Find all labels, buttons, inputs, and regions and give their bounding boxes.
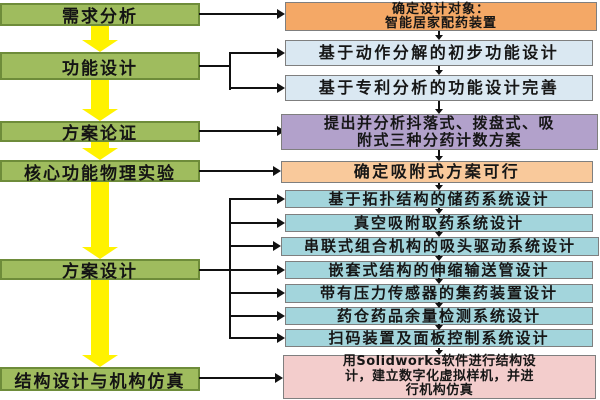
arrow-head-icon (82, 148, 118, 160)
flow-step-function-design: 功能设计 (0, 52, 200, 80)
connector-function-design-trunk (229, 52, 231, 90)
down-block-arrow-3 (82, 142, 118, 160)
connector-experiment-to-feasible (199, 166, 281, 176)
arrow-shaft (91, 182, 109, 248)
box-solidworks-simulation: 用Solidworks软件进行结构设 计，建立数字化虚拟样机，并进 行机构仿真 (283, 355, 596, 399)
flow-step-scheme-demonstration: 方案论证 (0, 121, 200, 144)
flow-step-requirement-analysis: 需求分析 (0, 3, 200, 27)
down-arrow-icon (435, 255, 443, 261)
down-arrow-icon (435, 150, 443, 161)
arrow-shaft (91, 280, 109, 356)
down-arrow-icon (435, 348, 443, 355)
connector-branch-vacuum-pickup (229, 218, 285, 228)
arrow-head-icon (82, 355, 118, 367)
connector-demonstration-to-schemes (199, 126, 285, 136)
down-arrow-icon (435, 302, 443, 308)
connector-scheme-design-trunk (229, 198, 231, 339)
box-patent-function-improvement: 基于专利分析的功能设计完善 (285, 75, 593, 101)
down-arrow-icon (435, 183, 443, 190)
connector-branch-remaining-detection (229, 311, 285, 321)
connector-requirements-to-design-object (199, 9, 285, 19)
down-block-arrow-5 (82, 280, 118, 367)
down-arrow-icon (435, 324, 443, 330)
box-text-line: 用Solidworks软件进行结构设 (342, 354, 537, 370)
box-text-line: 计，建立数字化虚拟样机，并进 (344, 368, 534, 384)
connector-branch-collection-device (229, 288, 285, 298)
connector-branch-storage-system (229, 194, 285, 204)
down-arrow-icon (435, 208, 443, 214)
connector-branch-suction-drive (229, 241, 281, 251)
down-arrow-icon (435, 101, 443, 114)
down-arrow-icon (435, 31, 443, 40)
connector-function-design-feeder (199, 65, 231, 67)
box-adsorption-feasible: 确定吸附式方案可行 (281, 161, 593, 183)
arrow-head-icon (82, 247, 118, 259)
box-telescopic-tube-design: 嵌套式结构的伸缩输送管设计 (285, 261, 593, 279)
down-block-arrow-2 (82, 80, 118, 121)
box-text-line: 智能居家配药装置 (384, 15, 497, 31)
box-vacuum-pickup-design: 真空吸附取药系统设计 (285, 214, 593, 232)
box-three-scheme-analysis: 提出并分析抖落式、拨盘式、吸 附式三种分药计数方案 (281, 114, 598, 150)
arrow-shaft (91, 142, 109, 149)
box-design-object: 确定设计对象： 智能居家配药装置 (285, 2, 597, 31)
arrow-head-icon (82, 109, 118, 121)
down-block-arrow-1 (82, 26, 118, 52)
box-text-line: 附式三种分药计数方案 (356, 131, 522, 149)
connector-branch-scan-panel (229, 333, 285, 343)
arrow-shaft (91, 80, 109, 110)
box-storage-system-design: 基于拓扑结构的储药系统设计 (285, 190, 593, 208)
arrow-head-icon (82, 40, 118, 52)
flow-step-structure-design-and-simulation: 结构设计与机构仿真 (0, 367, 200, 392)
down-arrow-icon (435, 278, 443, 284)
box-text-line: 确定设计对象： (391, 1, 490, 17)
box-text-line: 行机构仿真 (405, 383, 474, 399)
box-text-line: 提出并分析抖落式、拨盘式、吸 (323, 114, 555, 132)
down-arrow-icon (435, 231, 443, 237)
box-suction-drive-design: 串联式组合机构的吸头驱动系统设计 (281, 237, 599, 256)
box-remaining-quantity-detection: 药仓药品余量检测系统设计 (285, 307, 593, 325)
connector-branch-initial-function (229, 48, 285, 58)
flow-step-core-function-physical-experiment: 核心功能物理实验 (0, 160, 200, 184)
connector-branch-telescopic-tube (229, 265, 285, 275)
arrow-shaft (91, 26, 109, 41)
box-collection-device-design: 带有压力传感器的集药装置设计 (285, 284, 593, 303)
connector-scheme-design-feeder (199, 269, 231, 271)
connector-structure-to-solidworks (199, 373, 283, 383)
connector-branch-patent-improvement (229, 83, 285, 93)
box-initial-function-design: 基于动作分解的初步功能设计 (285, 40, 593, 66)
box-scan-panel-control: 扫码装置及面板控制系统设计 (285, 329, 593, 347)
down-arrow-icon (435, 66, 443, 75)
down-block-arrow-4 (82, 182, 118, 259)
flow-step-scheme-design: 方案设计 (0, 259, 200, 282)
